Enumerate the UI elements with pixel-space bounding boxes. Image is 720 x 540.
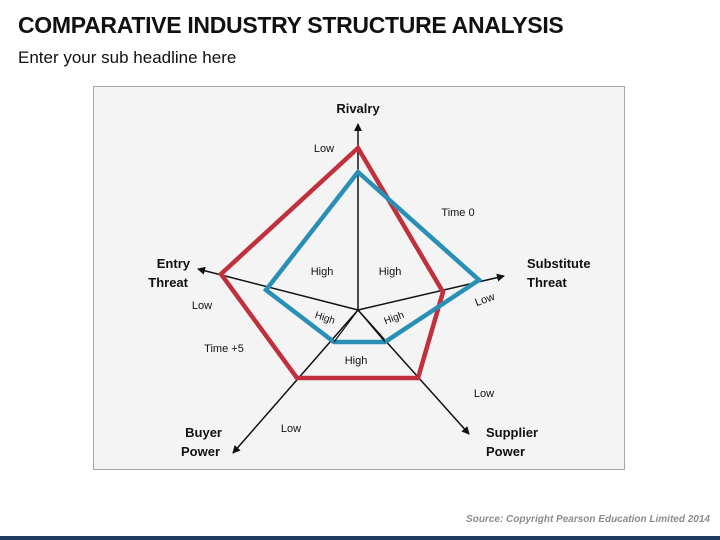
axis-label-supplier-power: Supplier xyxy=(486,425,538,440)
substitute-threat-low-label: Low xyxy=(473,291,496,309)
rivalry-high-label-left: High xyxy=(311,266,334,278)
axis-label-entry-threat: Entry xyxy=(157,256,191,271)
substitute-threat-high-label: High xyxy=(383,310,406,327)
axis-label-substitute-threat: Substitute xyxy=(527,256,591,271)
axis-label-entry-threat-2: Threat xyxy=(148,275,188,290)
axis-line-buyer-power xyxy=(232,309,359,454)
inner-ring-edge xyxy=(333,309,359,343)
buyer-power-low-label: Low xyxy=(281,423,301,435)
series-time-plus-5-label: Time +5 xyxy=(204,343,244,355)
axis-label-buyer-power: Buyer xyxy=(185,425,222,440)
axis-label-supplier-power-2: Power xyxy=(486,444,525,459)
page-subtitle: Enter your sub headline here xyxy=(18,48,237,67)
rivalry-high-label-right: High xyxy=(379,266,402,278)
page-title: COMPARATIVE INDUSTRY STRUCTURE ANALYSIS xyxy=(18,12,564,38)
buyer-power-high-label: High xyxy=(345,355,368,367)
source-credit: Source: Copyright Pearson Education Limi… xyxy=(466,514,710,525)
rivalry-low-label: Low xyxy=(314,143,334,155)
axis-line-supplier-power xyxy=(357,309,470,435)
inner-ring-edge xyxy=(357,309,386,343)
entry-threat-low-label: Low xyxy=(192,300,212,312)
inner-ring xyxy=(333,309,386,343)
series-time-0-polygon xyxy=(262,168,483,345)
axes-group xyxy=(197,123,505,454)
axis-label-substitute-threat-2: Threat xyxy=(527,275,567,290)
supplier-power-low-label: Low xyxy=(474,388,494,400)
series-time-plus-5-polygon xyxy=(217,144,446,381)
entry-threat-high-label: High xyxy=(313,310,336,327)
bottom-accent-bar xyxy=(0,536,720,540)
series-time-0-label: Time 0 xyxy=(441,207,474,219)
axis-label-rivalry: Rivalry xyxy=(336,101,380,116)
axis-label-buyer-power-2: Power xyxy=(181,444,220,459)
